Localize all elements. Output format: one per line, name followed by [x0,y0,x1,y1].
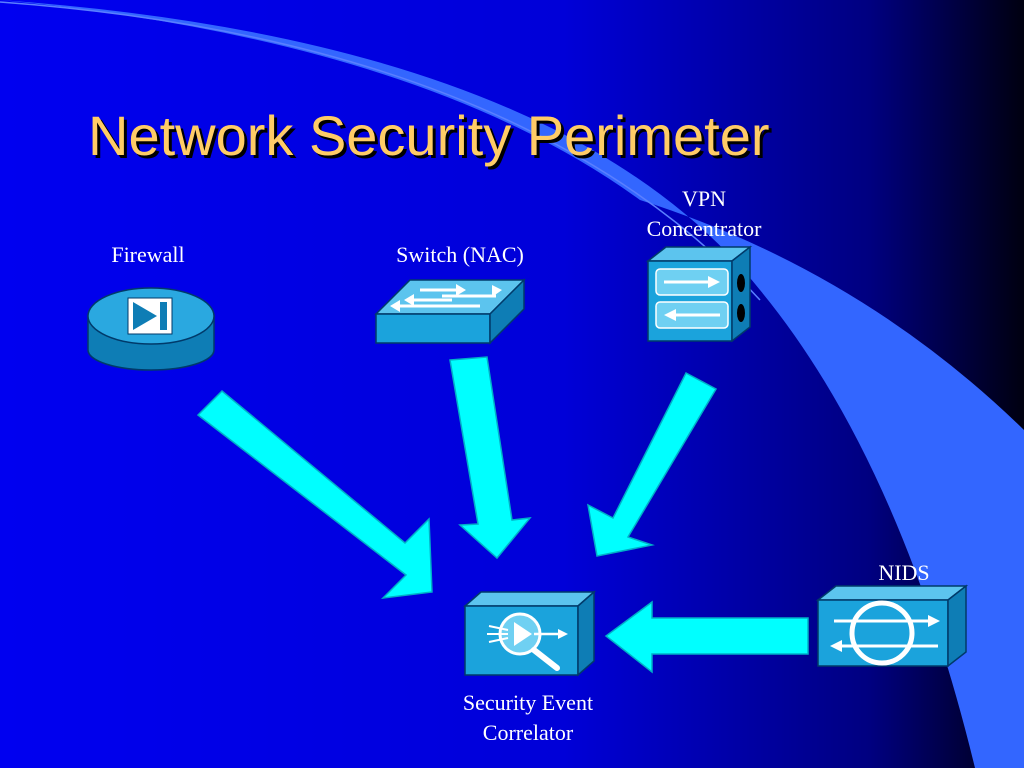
correlator-label-line1: Security Event [462,690,594,715]
arrow-vpn-to-correlator [586,371,718,557]
switch-label: Switch (NAC) [396,242,524,267]
arrow-firewall-to-correlator [196,389,433,600]
vpn-concentrator-icon [645,245,753,343]
security-event-correlator-icon [463,590,596,677]
correlator-label: Security Event Correlator [428,688,628,748]
ids-sensor-icon [815,584,969,668]
arrow-switch-to-correlator [449,356,532,560]
firewall-icon [87,287,215,371]
arrow-nids-to-correlator [604,600,809,674]
vpn-label-line2: Concentrator [646,216,762,241]
firewall-label: Firewall [111,242,185,267]
slide-title: Network Security Perimeter [88,104,770,167]
correlator-label-line2: Correlator [482,720,574,745]
vpn-label: VPN Concentrator [624,184,784,244]
vpn-label-line1: VPN [681,186,726,211]
switch-icon [374,278,526,345]
nids-label: NIDS [878,560,930,585]
